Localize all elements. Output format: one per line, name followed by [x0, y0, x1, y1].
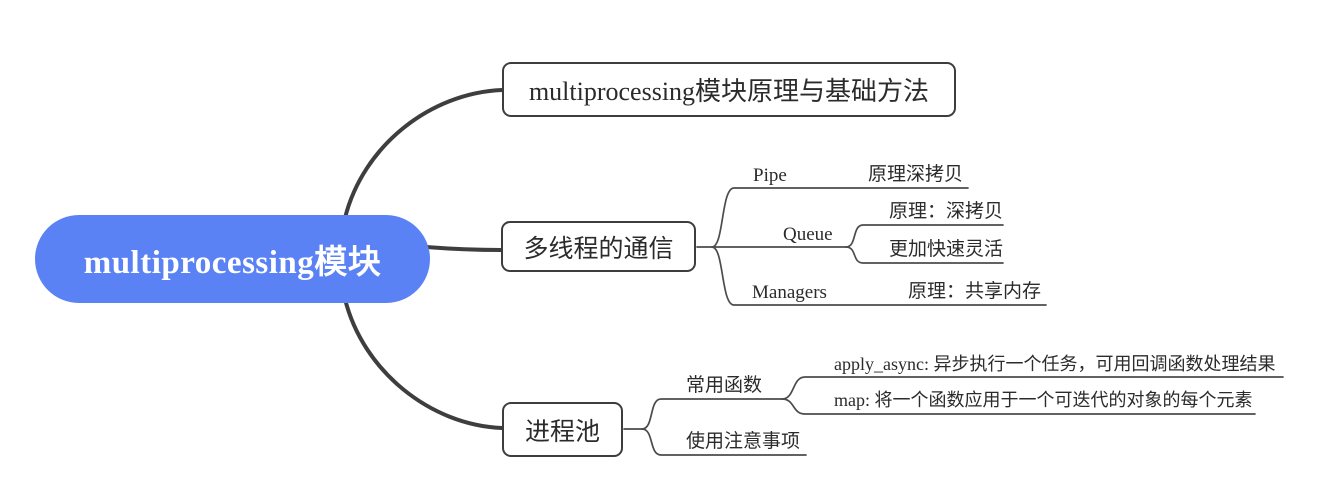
edge-root-to-basics: [343, 88, 504, 220]
node-apply-async[interactable]: apply_async: 异步执行一个任务，可用回调函数处理结果: [834, 354, 1276, 374]
edge-functions-to-apply-async-underline: [781, 376, 1284, 400]
node-map[interactable]: map: 将一个函数应用于一个可迭代的对象的每个元素: [834, 390, 1253, 410]
edge-functions-to-map-underline: [781, 398, 1256, 415]
node-root-label: multiprocessing模块: [83, 245, 382, 281]
node-managers[interactable]: Managers: [752, 282, 827, 303]
node-process-pool-label: 进程池: [524, 418, 600, 446]
node-root[interactable]: multiprocessing模块: [35, 215, 430, 303]
node-basics-label: multiprocessing模块原理与基础方法: [528, 77, 930, 106]
edge-queue-to-principle-underline: [845, 224, 1004, 248]
node-queue-principle[interactable]: 原理：深拷贝: [889, 201, 1004, 222]
node-communication[interactable]: 多线程的通信: [501, 221, 696, 272]
edge-communication-to-pipe-underline: [711, 187, 969, 248]
node-process-pool[interactable]: 进程池: [502, 402, 623, 457]
node-pipe-principle[interactable]: 原理深拷贝: [868, 164, 964, 185]
edge-queue-to-advantage-underline: [845, 246, 1004, 264]
node-queue[interactable]: Queue: [783, 224, 833, 245]
node-communication-label: 多线程的通信: [523, 235, 674, 263]
edge-pool-to-usage-notes-underline: [641, 428, 807, 456]
node-usage-notes[interactable]: 使用注意事项: [686, 431, 801, 452]
edge-pool-to-common-functions-underline: [641, 398, 783, 430]
node-basics[interactable]: multiprocessing模块原理与基础方法: [502, 62, 956, 117]
edge-root-to-communication: [424, 245, 503, 252]
node-queue-advantage[interactable]: 更加快速灵活: [889, 239, 1004, 260]
node-common-functions[interactable]: 常用函数: [686, 375, 763, 396]
node-managers-principle[interactable]: 原理：共享内存: [908, 281, 1042, 302]
node-pipe[interactable]: Pipe: [753, 165, 787, 186]
edge-root-to-process-pool: [343, 297, 504, 430]
edge-communication-to-managers-underline: [711, 246, 1047, 306]
